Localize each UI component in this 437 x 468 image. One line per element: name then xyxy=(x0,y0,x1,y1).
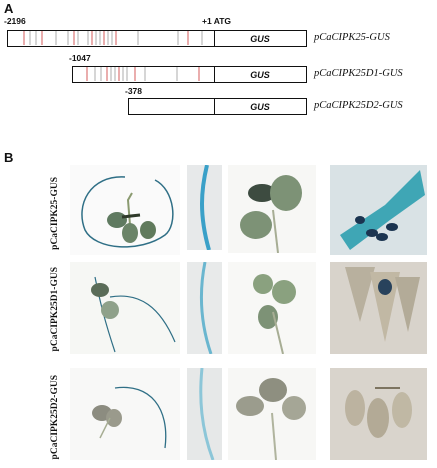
construct1-diagram: GUS xyxy=(7,30,307,47)
construct2-diagram: GUS xyxy=(72,66,307,83)
construct1-start-label: -2196 xyxy=(4,16,26,26)
row3-seedling-photo xyxy=(70,368,180,460)
row2-seedling-closeup-photo xyxy=(228,262,316,354)
row3-flower-photo xyxy=(330,368,427,460)
construct1-name: pCaCIPK25-GUS xyxy=(314,32,390,43)
construct2-gus: GUS xyxy=(250,69,270,80)
construct1-promoter xyxy=(8,31,215,46)
construct3-start-label: -378 xyxy=(125,86,143,96)
row2-label: pCaCIPK25D1-GUS xyxy=(50,267,60,352)
construct2-promoter-markers xyxy=(86,67,200,81)
row2-root-tip-photo xyxy=(187,262,222,354)
construct2-start-label: -1047 xyxy=(69,53,91,63)
construct3-gus: GUS xyxy=(250,101,270,112)
row3-seedling-closeup-photo xyxy=(228,368,316,460)
construct3-name: pCaCIPK25D2-GUS xyxy=(314,100,403,111)
row1-label: pCaCIPK25-GUS xyxy=(50,177,60,250)
construct1-promoter-markers xyxy=(23,31,203,45)
construct3-diagram: GUS xyxy=(128,98,307,115)
row1-flower-photo xyxy=(330,165,427,255)
panel-a-label: A xyxy=(4,1,14,16)
construct3-promoter xyxy=(129,99,215,114)
row2-seedling-photo xyxy=(70,262,180,354)
row1-seedling-closeup-photo xyxy=(228,165,316,253)
construct2-promoter xyxy=(73,67,215,82)
row2-flower-photo xyxy=(330,262,427,354)
row3-root-tip-photo xyxy=(187,368,222,460)
panel-b-label: B xyxy=(4,150,14,165)
construct1-atg-label: +1 ATG xyxy=(202,16,232,26)
construct1-gus: GUS xyxy=(250,33,270,44)
row3-label: pCaCIPK25D2-GUS xyxy=(50,375,60,460)
row1-seedling-photo xyxy=(70,165,180,255)
construct2-name: pCaCIPK25D1-GUS xyxy=(314,68,403,79)
row1-root-tip-photo xyxy=(187,165,222,250)
